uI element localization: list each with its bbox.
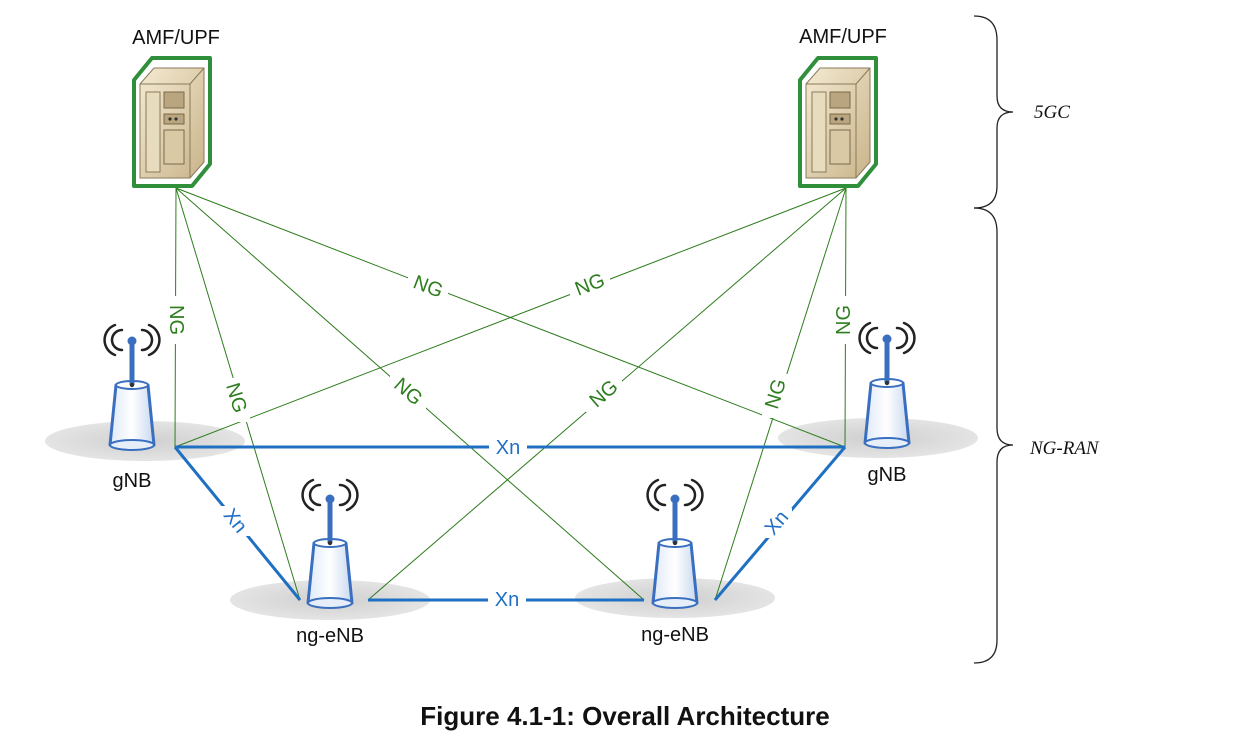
ran-node-label: gNB: [113, 470, 152, 492]
antenna-tower-icon: [653, 495, 697, 609]
radio-waves-icons: [103, 321, 916, 512]
core-domain-label: 5GC: [1034, 102, 1070, 123]
xn-links: [173, 445, 847, 602]
ng-links: [174, 187, 847, 601]
figure-caption: Figure 4.1-1: Overall Architecture: [420, 701, 829, 731]
server-icon: [798, 56, 878, 188]
core-node-label: AMF/UPF: [132, 27, 220, 49]
ng-label: NG: [833, 305, 855, 335]
server-icon: [132, 56, 212, 188]
ran-node-label: ng-eNB: [641, 624, 709, 646]
xn-label: Xn: [495, 589, 519, 611]
ng-labels: NG NG NG NG NG NG NG NG: [165, 269, 855, 422]
ran-brace: [973, 207, 1014, 664]
xn-labels: Xn Xn Xn Xn: [219, 435, 793, 612]
xn-label: Xn: [496, 437, 520, 459]
ran-node-label: ng-eNB: [296, 625, 364, 647]
core-node-label: AMF/UPF: [799, 26, 887, 48]
antenna-tower-icon: [865, 335, 909, 449]
ng-link: [174, 187, 847, 448]
core-brace: [973, 15, 1014, 209]
ran-node-label: gNB: [868, 464, 907, 486]
ran-domain-label: NG-RAN: [1029, 438, 1100, 459]
domain-braces: [973, 15, 1014, 664]
antenna-tower-icon: [110, 337, 154, 451]
antenna-tower-icon: [308, 495, 352, 609]
ng-label: NG: [165, 305, 187, 335]
